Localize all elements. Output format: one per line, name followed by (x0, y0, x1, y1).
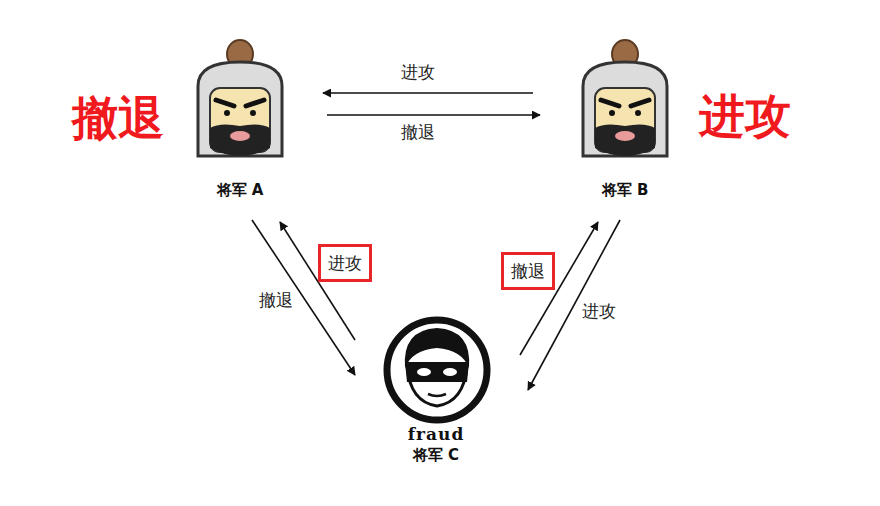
message-label: 进攻 (579, 299, 619, 323)
forged-message-label: 进攻 (318, 244, 372, 282)
general-icon (198, 40, 282, 156)
message-label: 撤退 (256, 288, 296, 312)
general-name: 将军 C (413, 445, 459, 465)
icon-caption: fraud (408, 425, 465, 443)
decision-label: 撤退 (72, 91, 164, 145)
message-arrow (528, 220, 620, 390)
general-name: 将军 A (217, 180, 264, 200)
general-node: 将军 B (570, 42, 680, 200)
decision-label: 进攻 (699, 89, 791, 143)
message-arrow (323, 92, 533, 94)
general-icon (583, 40, 667, 156)
message-label: 进攻 (398, 60, 438, 84)
forged-message-label: 撤退 (501, 252, 555, 290)
general-node: 将军 A (185, 42, 295, 200)
general-node: fraud 将军 C (380, 320, 492, 465)
fraud-icon (387, 320, 487, 420)
message-arrow (327, 114, 540, 116)
general-name: 将军 B (602, 180, 649, 200)
message-label: 撤退 (398, 120, 438, 144)
